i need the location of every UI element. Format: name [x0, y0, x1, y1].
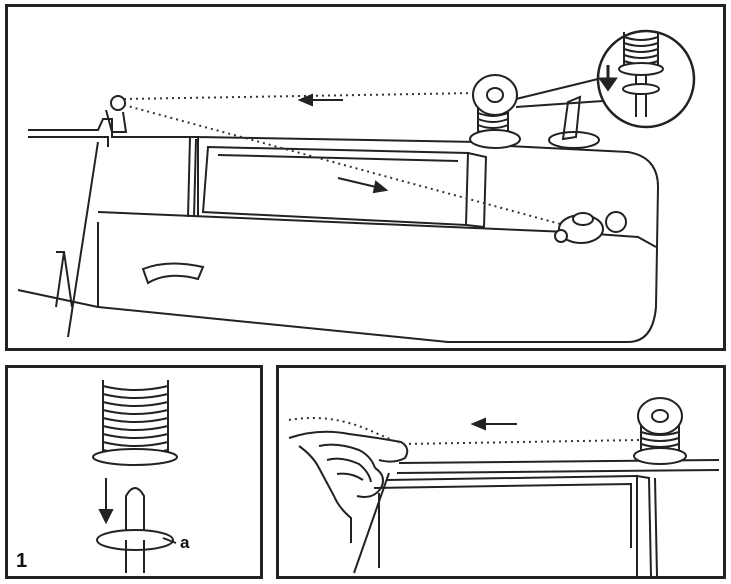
arrow-left-icon — [297, 93, 343, 107]
step-number: 1 — [16, 550, 28, 572]
arrow-right-icon — [337, 177, 389, 194]
spool-pin-detail-inset — [596, 29, 696, 129]
arrow-left-icon — [470, 417, 517, 431]
callout-label-a: a — [180, 533, 190, 552]
panel-overview — [5, 4, 726, 351]
panel-pull-thread — [276, 365, 726, 579]
panel-step-1: 1 a — [5, 365, 263, 579]
machine-overview-drawing — [17, 29, 696, 343]
hand-pulling-thread-drawing — [288, 397, 720, 576]
arrow-down-icon — [598, 65, 618, 92]
spool-on-pin-drawing — [92, 380, 178, 573]
arrow-down-icon — [98, 478, 114, 525]
